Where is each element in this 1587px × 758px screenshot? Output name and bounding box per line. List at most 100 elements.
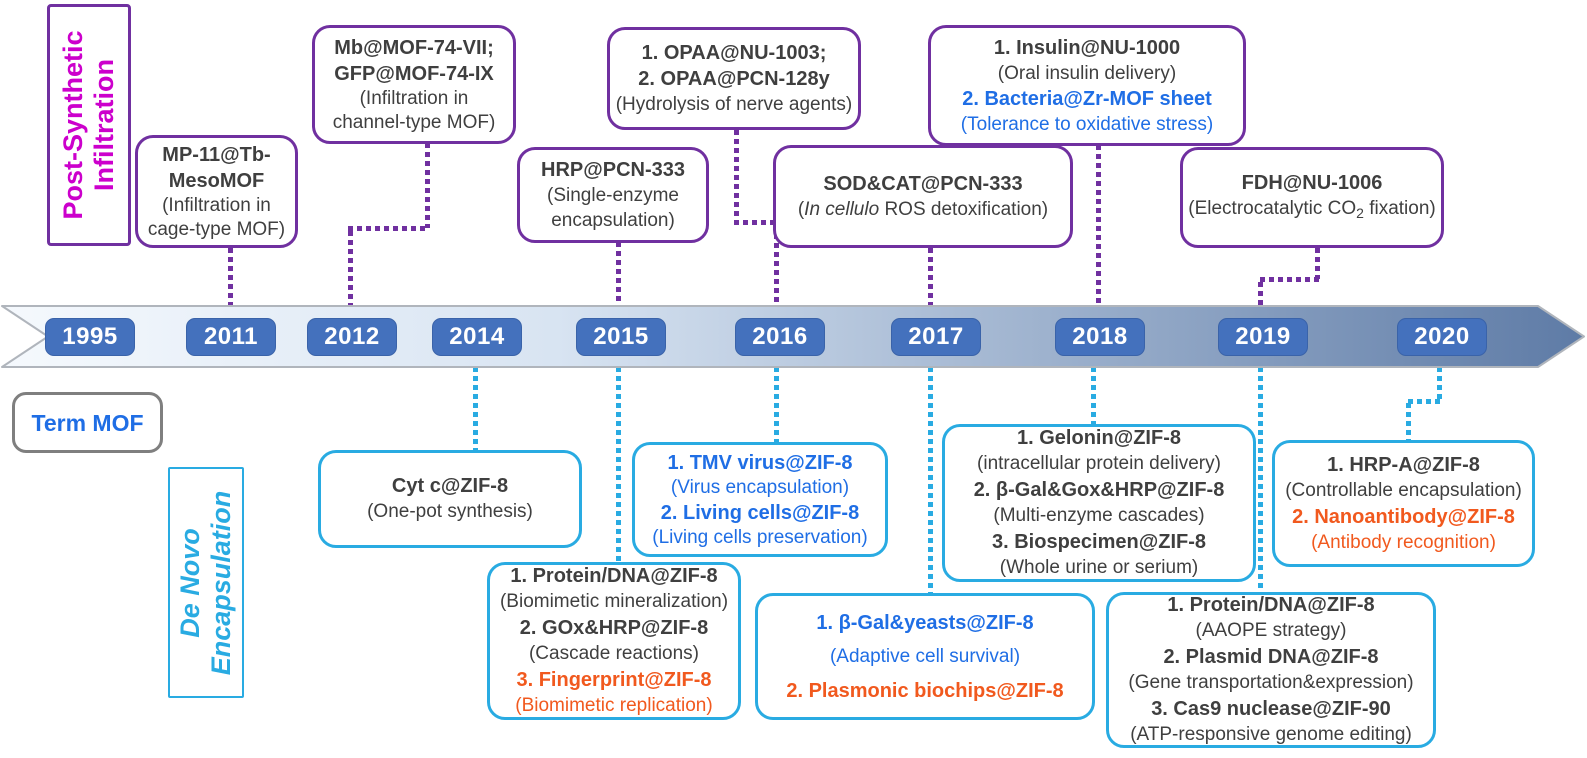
event-title: 2. Plasmonic biochips@ZIF-8	[786, 679, 1064, 702]
connector-2019-seg2	[1260, 277, 1320, 282]
connector-2018-top	[1096, 145, 1101, 306]
event-box-mp11: MP-11@Tb- MesoMOF (Infiltration in cage-…	[135, 135, 298, 248]
year-chip-2018: 2018	[1055, 318, 1145, 356]
connector-2012-seg2	[348, 226, 428, 231]
connector-2012-seg1	[425, 143, 430, 228]
event-title: 2. Living cells@ZIF-8	[660, 501, 860, 524]
event-box-opaa: 1. OPAA@NU-1003; 2. OPAA@PCN-128y (Hydro…	[607, 27, 861, 130]
event-desc: encapsulation)	[551, 210, 675, 231]
event-title: 2. OPAA@PCN-128y	[638, 67, 830, 90]
connector-2016-seg2	[734, 220, 779, 225]
connector-2016-bottom	[774, 367, 779, 442]
event-desc: (Hydrolysis of nerve agents)	[615, 93, 853, 115]
event-desc: (Cascade reactions)	[528, 643, 700, 664]
term-mof-box: Term MOF	[12, 392, 163, 453]
event-title: 1. TMV virus@ZIF-8	[667, 451, 853, 474]
connector-2018-bottom	[1091, 367, 1096, 424]
event-title: 1. Protein/DNA@ZIF-8	[1167, 594, 1375, 616]
label-post-synthetic-infiltration: Post-Synthetic Infiltration	[47, 4, 131, 246]
label-line: Encapsulation	[206, 490, 236, 675]
event-title: 2. Plasmid DNA@ZIF-8	[1163, 646, 1379, 668]
event-box-protein-dna-2015: 1. Protein/DNA@ZIF-8 (Biomimetic mineral…	[487, 562, 741, 720]
event-box-tmv-living-cells: 1. TMV virus@ZIF-8 (Virus encapsulation)…	[632, 442, 888, 557]
event-desc: cage-type MOF)	[147, 218, 286, 240]
event-box-hrp-pcn333: HRP@PCN-333 (Single-enzyme encapsulation…	[517, 147, 709, 243]
event-title: MesoMOF	[168, 169, 265, 192]
connector-2019-seg3	[1258, 282, 1263, 306]
event-title: 1. Protein/DNA@ZIF-8	[510, 565, 718, 587]
event-desc: (intracellular protein delivery)	[977, 453, 1221, 474]
event-title: GFP@MOF-74-IX	[334, 62, 494, 85]
event-desc: (Infiltration in	[162, 194, 271, 216]
event-box-protein-dna-2019: 1. Protein/DNA@ZIF-8 (AAOPE strategy) 2.…	[1106, 592, 1436, 748]
event-title: MP-11@Tb-	[162, 143, 271, 166]
label-line: Infiltration	[89, 59, 119, 191]
connector-2017-bottom	[928, 367, 933, 593]
year-chip-2017: 2017	[891, 318, 981, 356]
event-desc: (AAOPE strategy)	[1195, 620, 1347, 641]
event-desc: (Adaptive cell survival)	[829, 645, 1021, 667]
event-desc: (Multi-enzyme cascades)	[993, 505, 1205, 526]
connector-2017-top	[928, 248, 933, 306]
label-line: De Novo	[174, 527, 205, 638]
event-desc: (Biomimetic replication)	[515, 695, 713, 716]
event-title: 1. Insulin@NU-1000	[993, 36, 1181, 59]
event-desc: (Tolerance to oxidative stress)	[960, 113, 1214, 135]
event-desc: (ATP-responsive genome editing)	[1130, 724, 1412, 745]
event-desc: (Controllable encapsulation)	[1285, 479, 1522, 501]
event-title: 2. Nanoantibody@ZIF-8	[1292, 505, 1515, 528]
event-title: 3. Fingerprint@ZIF-8	[516, 669, 712, 691]
event-title: SOD&CAT@PCN-333	[823, 172, 1023, 195]
year-chip-2015: 2015	[576, 318, 666, 356]
year-chip-1995: 1995	[45, 318, 135, 356]
event-desc: (Biomimetic mineralization)	[499, 591, 729, 612]
event-desc: (Whole urine or serium)	[999, 557, 1199, 578]
event-desc: (Antibody recognition)	[1311, 531, 1496, 553]
event-box-hrpa-nanoantibody: 1. HRP-A@ZIF-8 (Controllable encapsulati…	[1272, 440, 1535, 567]
event-box-sod-cat: SOD&CAT@PCN-333 (In cellulo ROS detoxifi…	[773, 145, 1073, 248]
connector-2020-seg1	[1437, 367, 1442, 401]
connector-2016-seg3	[774, 225, 779, 306]
event-title: 2. Bacteria@Zr-MOF sheet	[962, 87, 1212, 110]
event-title: Mb@MOF-74-VII;	[334, 36, 494, 59]
event-desc: (In cellulo ROS detoxification)	[797, 198, 1049, 220]
event-box-gelonin: 1. Gelonin@ZIF-8 (intracellular protein …	[942, 424, 1256, 582]
event-title: 1. Gelonin@ZIF-8	[1017, 427, 1181, 449]
connector-2015-bottom	[616, 367, 621, 562]
event-title: 1. HRP-A@ZIF-8	[1327, 453, 1480, 476]
term-mof-label: Term MOF	[31, 409, 144, 436]
year-chip-2014: 2014	[432, 318, 522, 356]
event-title: FDH@NU-1006	[1241, 171, 1383, 194]
year-chip-2019: 2019	[1218, 318, 1308, 356]
connector-2012-seg3	[348, 231, 353, 306]
connector-2020-seg3	[1406, 403, 1411, 440]
event-desc: (One-pot synthesis)	[367, 501, 533, 522]
event-box-bgal-yeasts: 1. β-Gal&yeasts@ZIF-8 (Adaptive cell sur…	[755, 593, 1095, 720]
label-line: Post-Synthetic	[57, 30, 88, 220]
event-title: 3. Biospecimen@ZIF-8	[992, 531, 1206, 553]
event-desc: (Oral insulin delivery)	[997, 62, 1177, 84]
event-title: 2. GOx&HRP@ZIF-8	[519, 617, 709, 639]
event-title: 3. Cas9 nuclease@ZIF-90	[1151, 698, 1391, 720]
event-title: 2. β-Gal&Gox&HRP@ZIF-8	[973, 479, 1225, 501]
event-desc: (Living cells preservation)	[652, 526, 868, 548]
connector-2019-seg1	[1315, 248, 1320, 279]
connector-2020-seg2	[1408, 399, 1442, 404]
event-desc: (Infiltration in	[359, 87, 469, 109]
event-desc: (Electrocatalytic CO2 fixation)	[1188, 197, 1436, 221]
event-box-insulin-bacteria: 1. Insulin@NU-1000 (Oral insulin deliver…	[928, 25, 1246, 146]
year-chip-2016: 2016	[735, 318, 825, 356]
event-desc: (Virus encapsulation)	[670, 476, 850, 498]
event-title: 1. β-Gal&yeasts@ZIF-8	[816, 611, 1034, 634]
year-chip-2011: 2011	[186, 318, 276, 356]
year-chip-2020: 2020	[1397, 318, 1487, 356]
connector-2019-bottom	[1258, 367, 1263, 592]
connector-2016-seg1	[734, 130, 739, 222]
connector-2011	[228, 248, 233, 306]
event-title: Cyt c@ZIF-8	[391, 475, 509, 497]
event-desc: channel-type MOF)	[332, 111, 496, 133]
event-box-fdh: FDH@NU-1006 (Electrocatalytic CO2 fixati…	[1180, 147, 1444, 248]
event-box-mb-gfp: Mb@MOF-74-VII; GFP@MOF-74-IX (Infiltrati…	[312, 25, 516, 144]
event-desc: (Gene transportation&expression)	[1128, 672, 1414, 693]
